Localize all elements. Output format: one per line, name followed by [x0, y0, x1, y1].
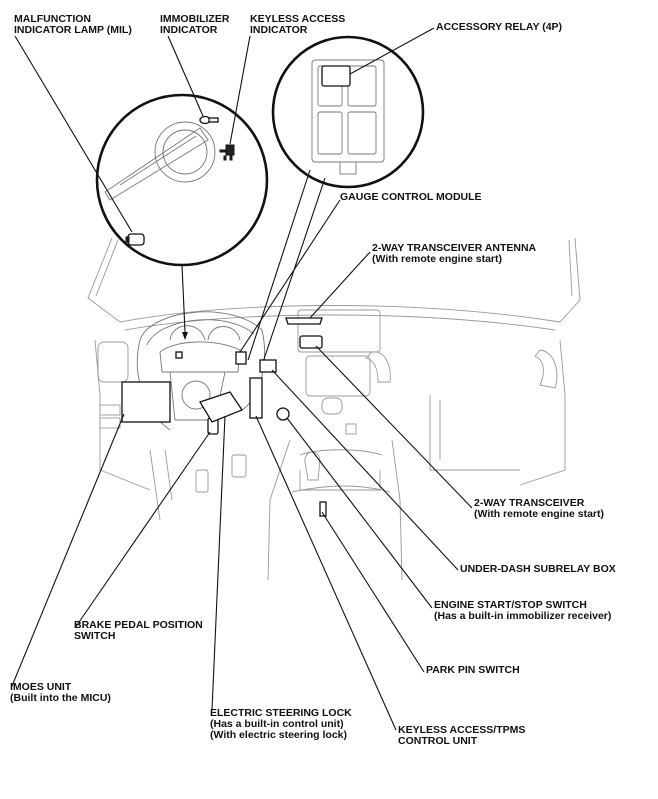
- key-icon: [199, 115, 219, 125]
- dash-components: [121, 317, 327, 517]
- under-dash-subrelay-box: [259, 359, 277, 373]
- keyless-unit-label: KEYLESS ACCESS/TPMS: [398, 724, 525, 736]
- steering-lock-label-line3: (With electric steering lock): [210, 729, 347, 741]
- immobilizer-indicator-label: IMMOBILIZER: [160, 13, 230, 25]
- park-pin-label: PARK PIN SWITCH: [426, 664, 520, 676]
- relay-box-detail: [247, 35, 425, 366]
- dashboard-illustration: [87, 237, 581, 581]
- keyless-unit-label-line2: CONTROL UNIT: [398, 735, 478, 747]
- mil-icon: [125, 233, 145, 246]
- park-pin-switch: [319, 501, 327, 517]
- brake-switch-label: BRAKE PEDAL POSITION: [74, 619, 203, 631]
- gauge-control-module: [235, 351, 247, 365]
- transceiver-antenna: [285, 317, 323, 325]
- steering-lock-label: ELECTRIC STEERING LOCK: [210, 707, 352, 719]
- subrelay-box-label: UNDER-DASH SUBRELAY BOX: [460, 563, 616, 575]
- keyless-indicator-label-line2: INDICATOR: [250, 24, 308, 36]
- brake-switch-label-line2: SWITCH: [74, 630, 115, 642]
- start-switch-label-line2: (Has a built-in immobilizer receiver): [434, 610, 611, 622]
- accessory-relay-label: ACCESSORY RELAY (4P): [436, 21, 562, 33]
- transceiver-label-line2: (With remote engine start): [474, 508, 604, 520]
- engine-start-stop-switch: [276, 407, 290, 421]
- accessory-relay: [321, 65, 351, 87]
- electric-steering-lock: [199, 391, 243, 423]
- imoes-label: IMOES UNIT: [10, 681, 72, 693]
- gauge-control-module-label: GAUGE CONTROL MODULE: [340, 191, 482, 203]
- relay-detail-circle: [271, 35, 425, 189]
- immobilizer-indicator-label-line2: INDICATOR: [160, 24, 218, 36]
- imoes-unit: [121, 381, 171, 423]
- keyless-indicator-icon: [219, 144, 235, 161]
- labels: MALFUNCTION INDICATOR LAMP (MIL) IMMOBIL…: [10, 13, 616, 747]
- start-switch-label: ENGINE START/STOP SWITCH: [434, 599, 587, 611]
- mil-label-line2: INDICATOR LAMP (MIL): [14, 24, 132, 36]
- transceiver-label: 2-WAY TRANSCEIVER: [474, 497, 585, 509]
- mil-label: MALFUNCTION: [14, 13, 91, 25]
- keyless-access-control-unit: [249, 377, 263, 419]
- antenna-label: 2-WAY TRANSCEIVER ANTENNA: [372, 242, 537, 254]
- two-way-transceiver: [299, 335, 323, 349]
- imoes-label-line2: (Built into the MICU): [10, 692, 111, 704]
- leader-lines: [11, 27, 473, 731]
- steering-lock-label-line2: (Has a built-in control unit): [210, 718, 344, 730]
- instrument-cluster-detail: [95, 93, 269, 340]
- antenna-label-line2: (With remote engine start): [372, 253, 502, 265]
- keyless-indicator-label: KEYLESS ACCESS: [250, 13, 345, 25]
